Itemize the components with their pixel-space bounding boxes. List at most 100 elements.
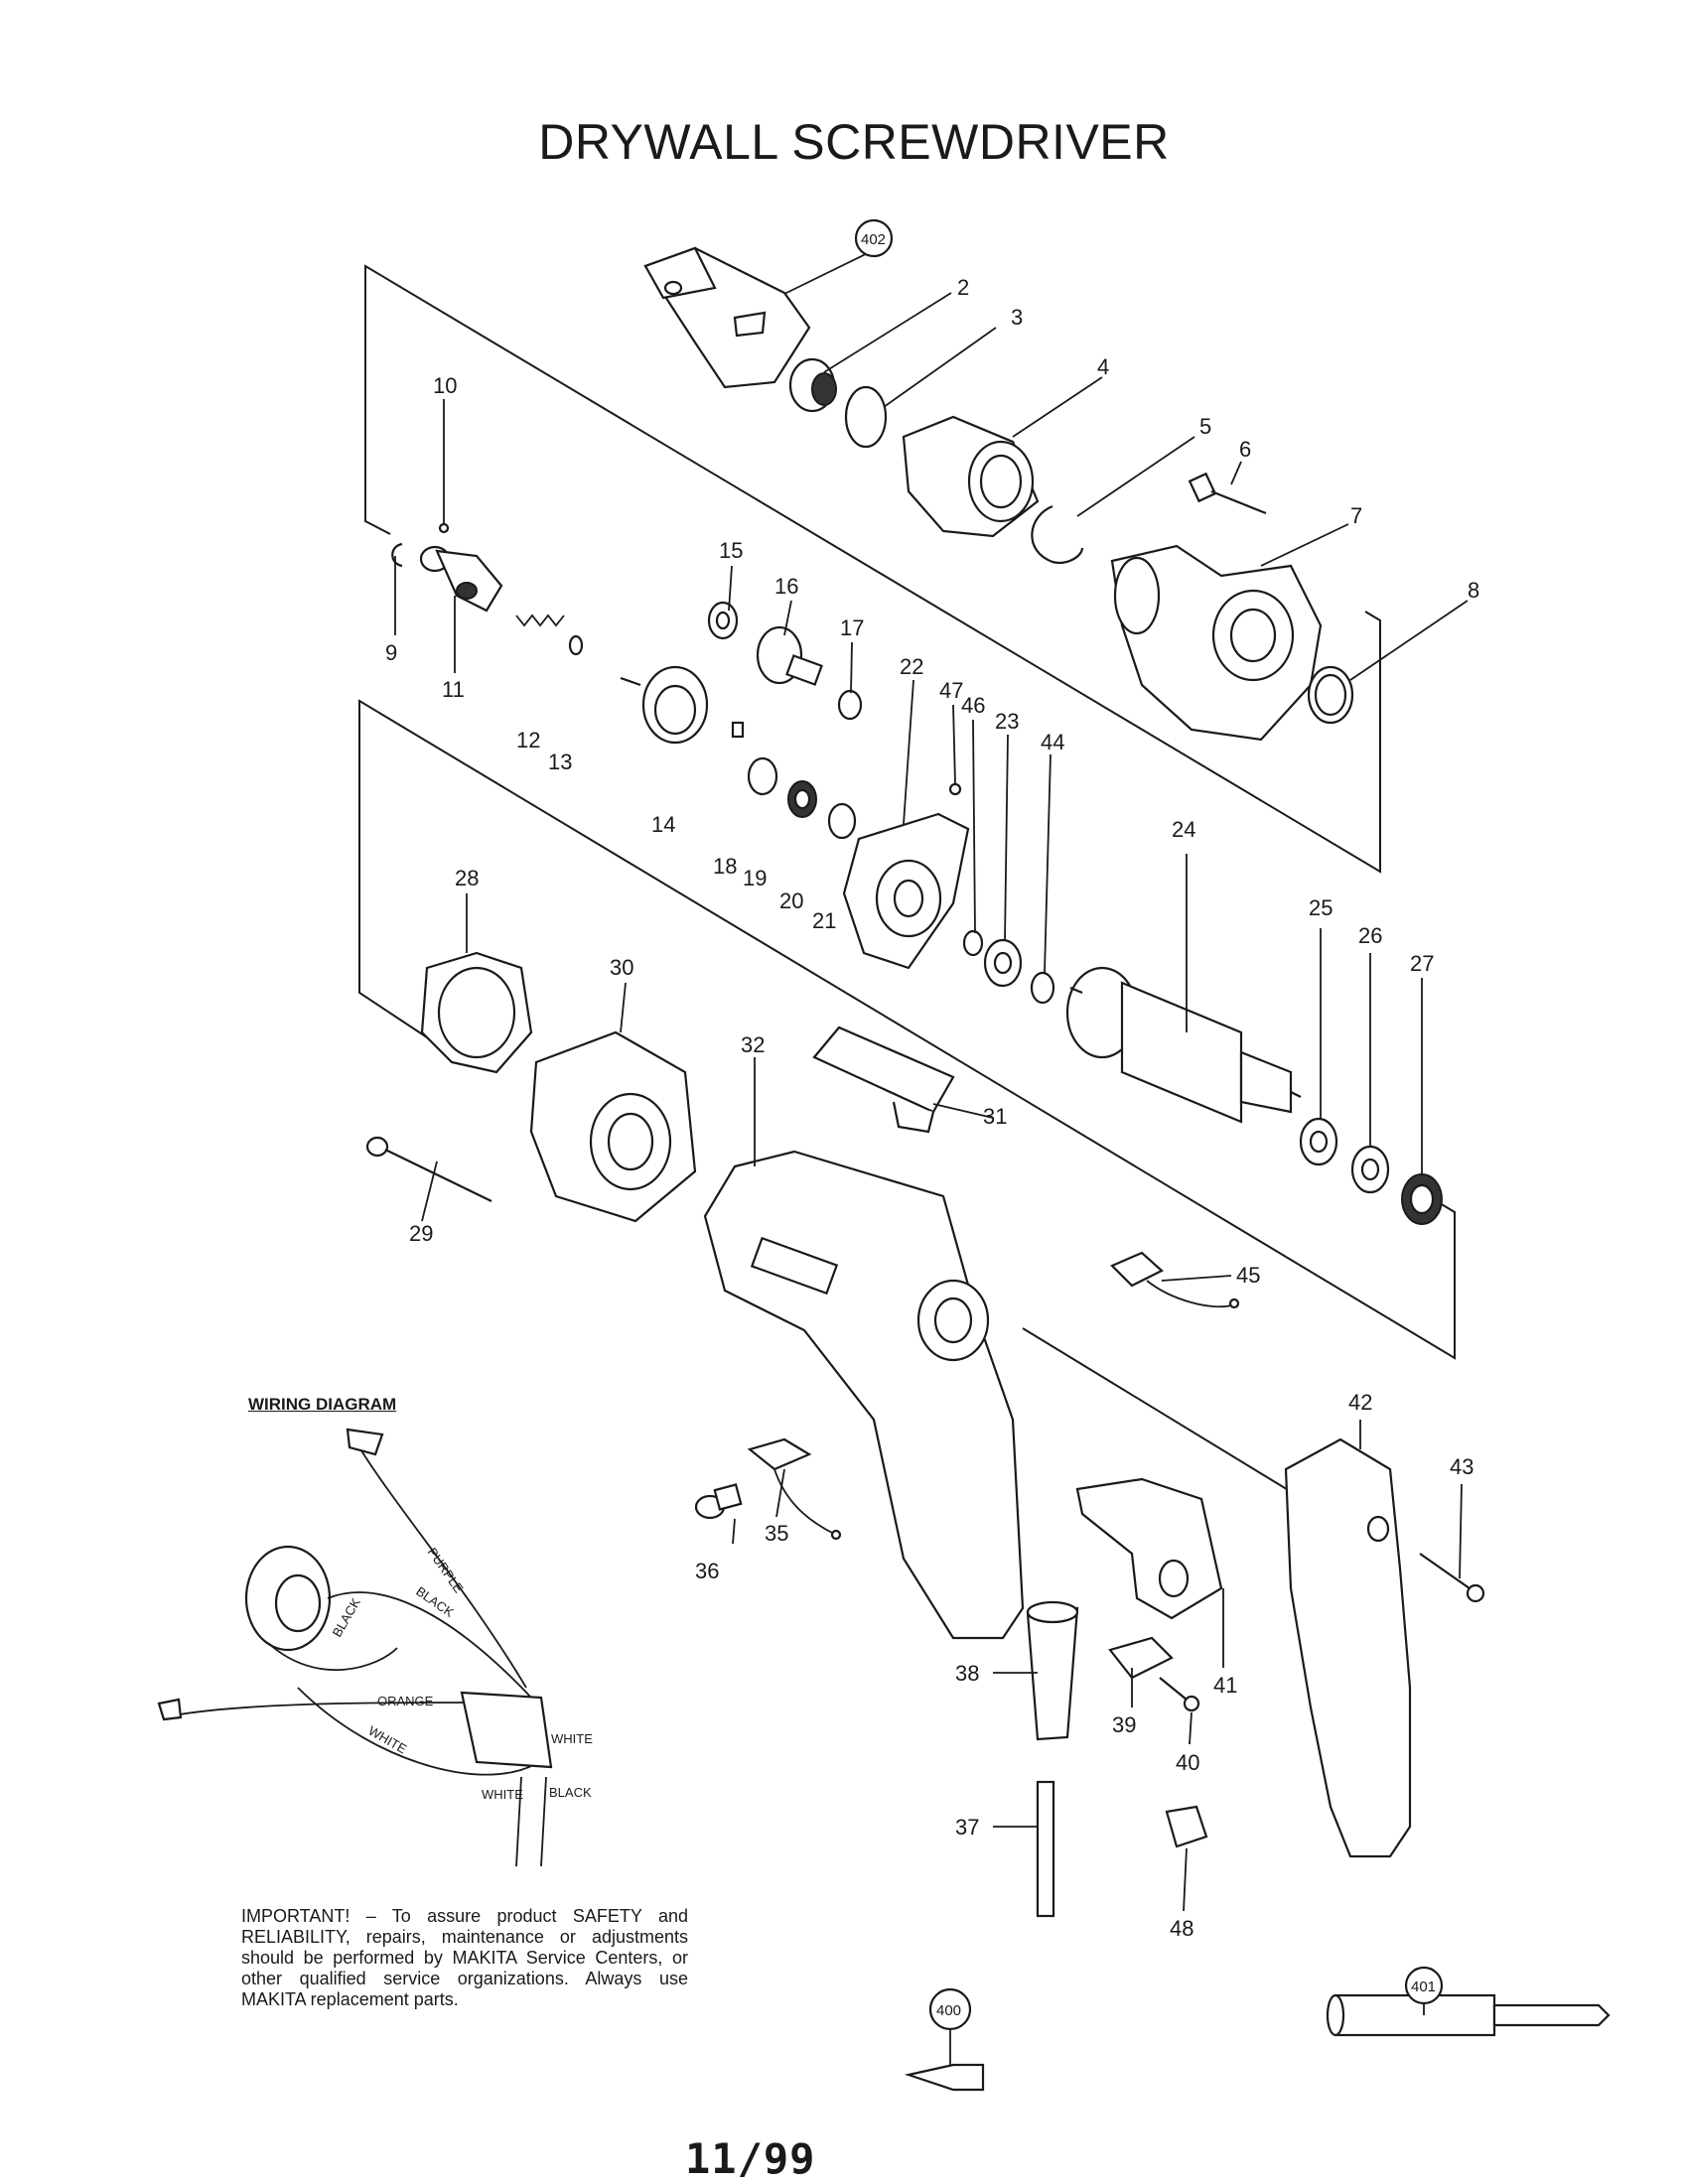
wiring-diagram-title: WIRING DIAGRAM	[248, 1395, 397, 1414]
callout-9: 9	[385, 640, 397, 665]
wire-label-black-2: BLACK	[330, 1595, 363, 1640]
pin-part	[731, 721, 745, 739]
lead-wire-part	[1110, 1251, 1240, 1309]
rubber-ring-44-part	[1030, 971, 1055, 1005]
assembly-frame-upper	[364, 264, 1381, 874]
ball-bearing-23-part	[983, 938, 1023, 988]
diagram-title: DRYWALL SCREWDRIVER	[538, 114, 1170, 170]
callout-12: 12	[516, 728, 540, 752]
assembly-frame-lower	[1022, 1327, 1336, 1520]
callout-39: 39	[1112, 1712, 1136, 1737]
callout-43: 43	[1450, 1454, 1474, 1479]
bit-holder-part	[1326, 1993, 1611, 2037]
tapping-screw-part	[1188, 472, 1267, 515]
callout-30: 30	[610, 955, 633, 980]
callout-15: 15	[719, 538, 743, 563]
rubber-ring-46-part	[962, 929, 984, 957]
callout-26: 26	[1358, 923, 1382, 948]
callout-circle-400	[928, 1987, 972, 2031]
callout-40: 40	[1176, 1750, 1199, 1775]
terminal-part	[1165, 1805, 1208, 1848]
callout-6: 6	[1239, 437, 1251, 462]
callout-38: 38	[955, 1661, 979, 1686]
wire-label-black-3: BLACK	[549, 1785, 592, 1800]
screw-47-part	[948, 782, 962, 796]
callout-46: 46	[961, 693, 985, 718]
callout-32: 32	[741, 1032, 765, 1057]
safety-notice: IMPORTANT! – To assure product SAFETY an…	[241, 1906, 688, 2009]
callout-48: 48	[1170, 1916, 1193, 1941]
callout-20: 20	[779, 888, 803, 913]
callout-8: 8	[1468, 578, 1479, 603]
wiring-diagram: PURPLE BLACK BLACK ORANGE WHITE WHITE WH…	[157, 1428, 593, 1867]
baffle-plate-part	[420, 951, 533, 1074]
steel-ball-part	[438, 522, 450, 534]
callout-37: 37	[955, 1815, 979, 1840]
callout-10: 10	[433, 373, 457, 398]
callout-47: 47	[939, 678, 963, 703]
callout-21: 21	[812, 908, 836, 933]
wire-label-orange: ORANGE	[377, 1694, 434, 1708]
compression-spring-part	[515, 614, 565, 627]
revision-date: 11/99	[685, 2134, 816, 2183]
callout-24: 24	[1172, 817, 1195, 842]
callout-401: 401	[1411, 1979, 1436, 1995]
flat-washer-21-part	[827, 802, 857, 840]
callout-3: 3	[1011, 305, 1023, 330]
callout-42: 42	[1348, 1390, 1372, 1415]
ring-spring-part	[1307, 665, 1354, 725]
field-part	[529, 1030, 697, 1223]
callout-14: 14	[651, 812, 675, 837]
phillips-bit-part	[904, 2063, 985, 2092]
gear-housing-part	[1110, 544, 1323, 742]
callout-labels: 402 2 3 4 5 6 7 8 9 10 11 12 13 14 15 16…	[385, 218, 1479, 2031]
clutch-cam-part	[620, 665, 709, 745]
callout-circle-402	[854, 218, 894, 258]
tapping-screw-43-part	[1419, 1553, 1485, 1603]
switch-part	[1075, 1477, 1223, 1620]
callout-400: 400	[936, 2002, 961, 2019]
tapping-screw-40-part	[1159, 1677, 1200, 1712]
handle-set-part	[1284, 1437, 1412, 1858]
callout-36: 36	[695, 1559, 719, 1583]
insulation-washer-part	[1401, 1173, 1443, 1225]
assembly-frame-middle	[358, 699, 1456, 1360]
callout-44: 44	[1041, 730, 1064, 754]
callout-13: 13	[548, 750, 572, 774]
callout-45: 45	[1236, 1263, 1260, 1288]
motor-housing-part	[703, 1150, 1025, 1640]
wire-label-purple: PURPLE	[425, 1545, 467, 1595]
callout-16: 16	[774, 574, 798, 599]
bearing-box-part	[842, 812, 970, 970]
ball-bearing-15-part	[707, 601, 739, 640]
retaining-sleeve-part	[788, 357, 837, 413]
hook-part	[812, 1025, 955, 1134]
cord-guard-part	[1026, 1600, 1079, 1741]
retaining-ring-small-part	[391, 542, 403, 568]
callout-31: 31	[983, 1104, 1007, 1129]
callout-4: 4	[1097, 354, 1109, 379]
wire-label-white-2: WHITE	[551, 1731, 593, 1746]
thrust-washer-part	[747, 756, 778, 796]
flat-washer-17-part	[837, 689, 863, 721]
callout-28: 28	[455, 866, 479, 890]
retaining-ring-part	[1031, 504, 1084, 564]
rubber-ring-part	[787, 780, 817, 818]
wire-label-white-3: WHITE	[482, 1787, 523, 1802]
stopper-part	[902, 415, 1040, 538]
flat-washer-part	[568, 634, 584, 656]
callout-27: 27	[1410, 951, 1434, 976]
callout-2: 2	[957, 275, 969, 300]
callout-23: 23	[995, 709, 1019, 734]
callout-5: 5	[1199, 414, 1211, 439]
cord-part	[1036, 1780, 1055, 1918]
callout-19: 19	[743, 866, 767, 890]
callout-17: 17	[840, 615, 864, 640]
callout-18: 18	[713, 854, 737, 879]
callout-11: 11	[442, 677, 465, 702]
callout-29: 29	[409, 1221, 433, 1246]
wire-label-white-1: WHITE	[366, 1723, 410, 1757]
armature-part	[1065, 966, 1302, 1124]
o-ring-part	[844, 385, 888, 449]
